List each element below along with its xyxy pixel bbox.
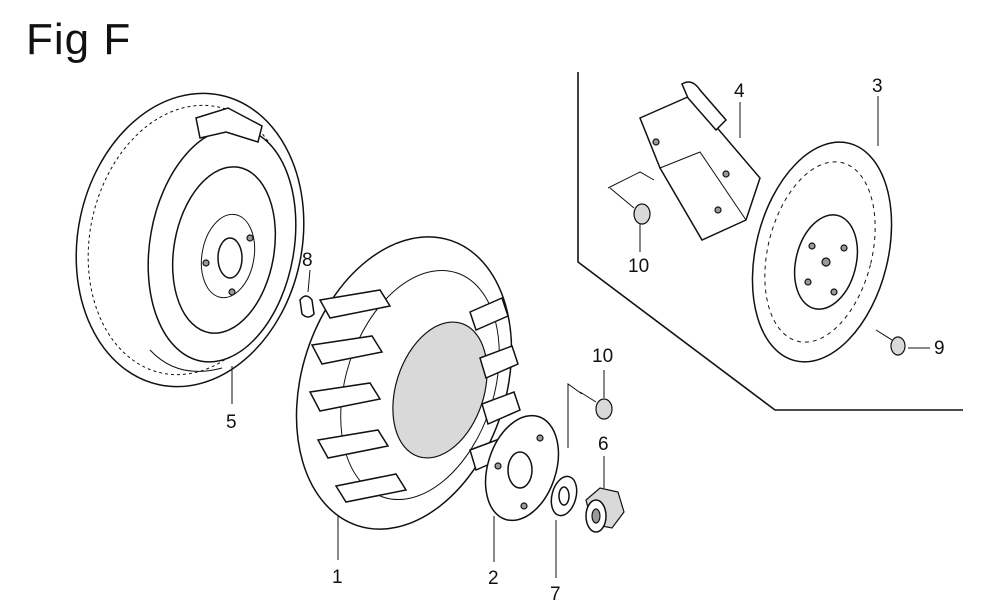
- callout-4: 4: [734, 81, 745, 102]
- callout-9: 9: [934, 338, 945, 359]
- figure-title: Fig F: [26, 15, 132, 64]
- washer-part-7: [550, 475, 578, 517]
- cooling-fan-part-1: [295, 236, 521, 530]
- inset-frame: [577, 72, 963, 411]
- callout-6: 6: [598, 434, 609, 455]
- bracket-part-4: [639, 81, 761, 241]
- bolt-part-10-lower: [567, 383, 613, 448]
- plate-part-2: [484, 414, 560, 522]
- callout-8: 8: [302, 250, 313, 271]
- bolt-part-10-top: [607, 171, 655, 225]
- callout-2: 2: [488, 568, 499, 589]
- callout-1: 1: [332, 567, 343, 588]
- callout-leaders: [231, 96, 930, 578]
- nut-part-6: [585, 487, 625, 533]
- callout-7: 7: [550, 584, 561, 605]
- flywheel-part-5: [75, 92, 305, 388]
- callout-10-lower: 10: [592, 346, 613, 367]
- callout-3: 3: [872, 76, 883, 97]
- callout-10-top: 10: [628, 256, 649, 277]
- key-part-8: [299, 295, 315, 318]
- screw-part-9: [875, 329, 906, 356]
- rotor-disc-part-3: [751, 141, 893, 363]
- callout-5: 5: [226, 412, 237, 433]
